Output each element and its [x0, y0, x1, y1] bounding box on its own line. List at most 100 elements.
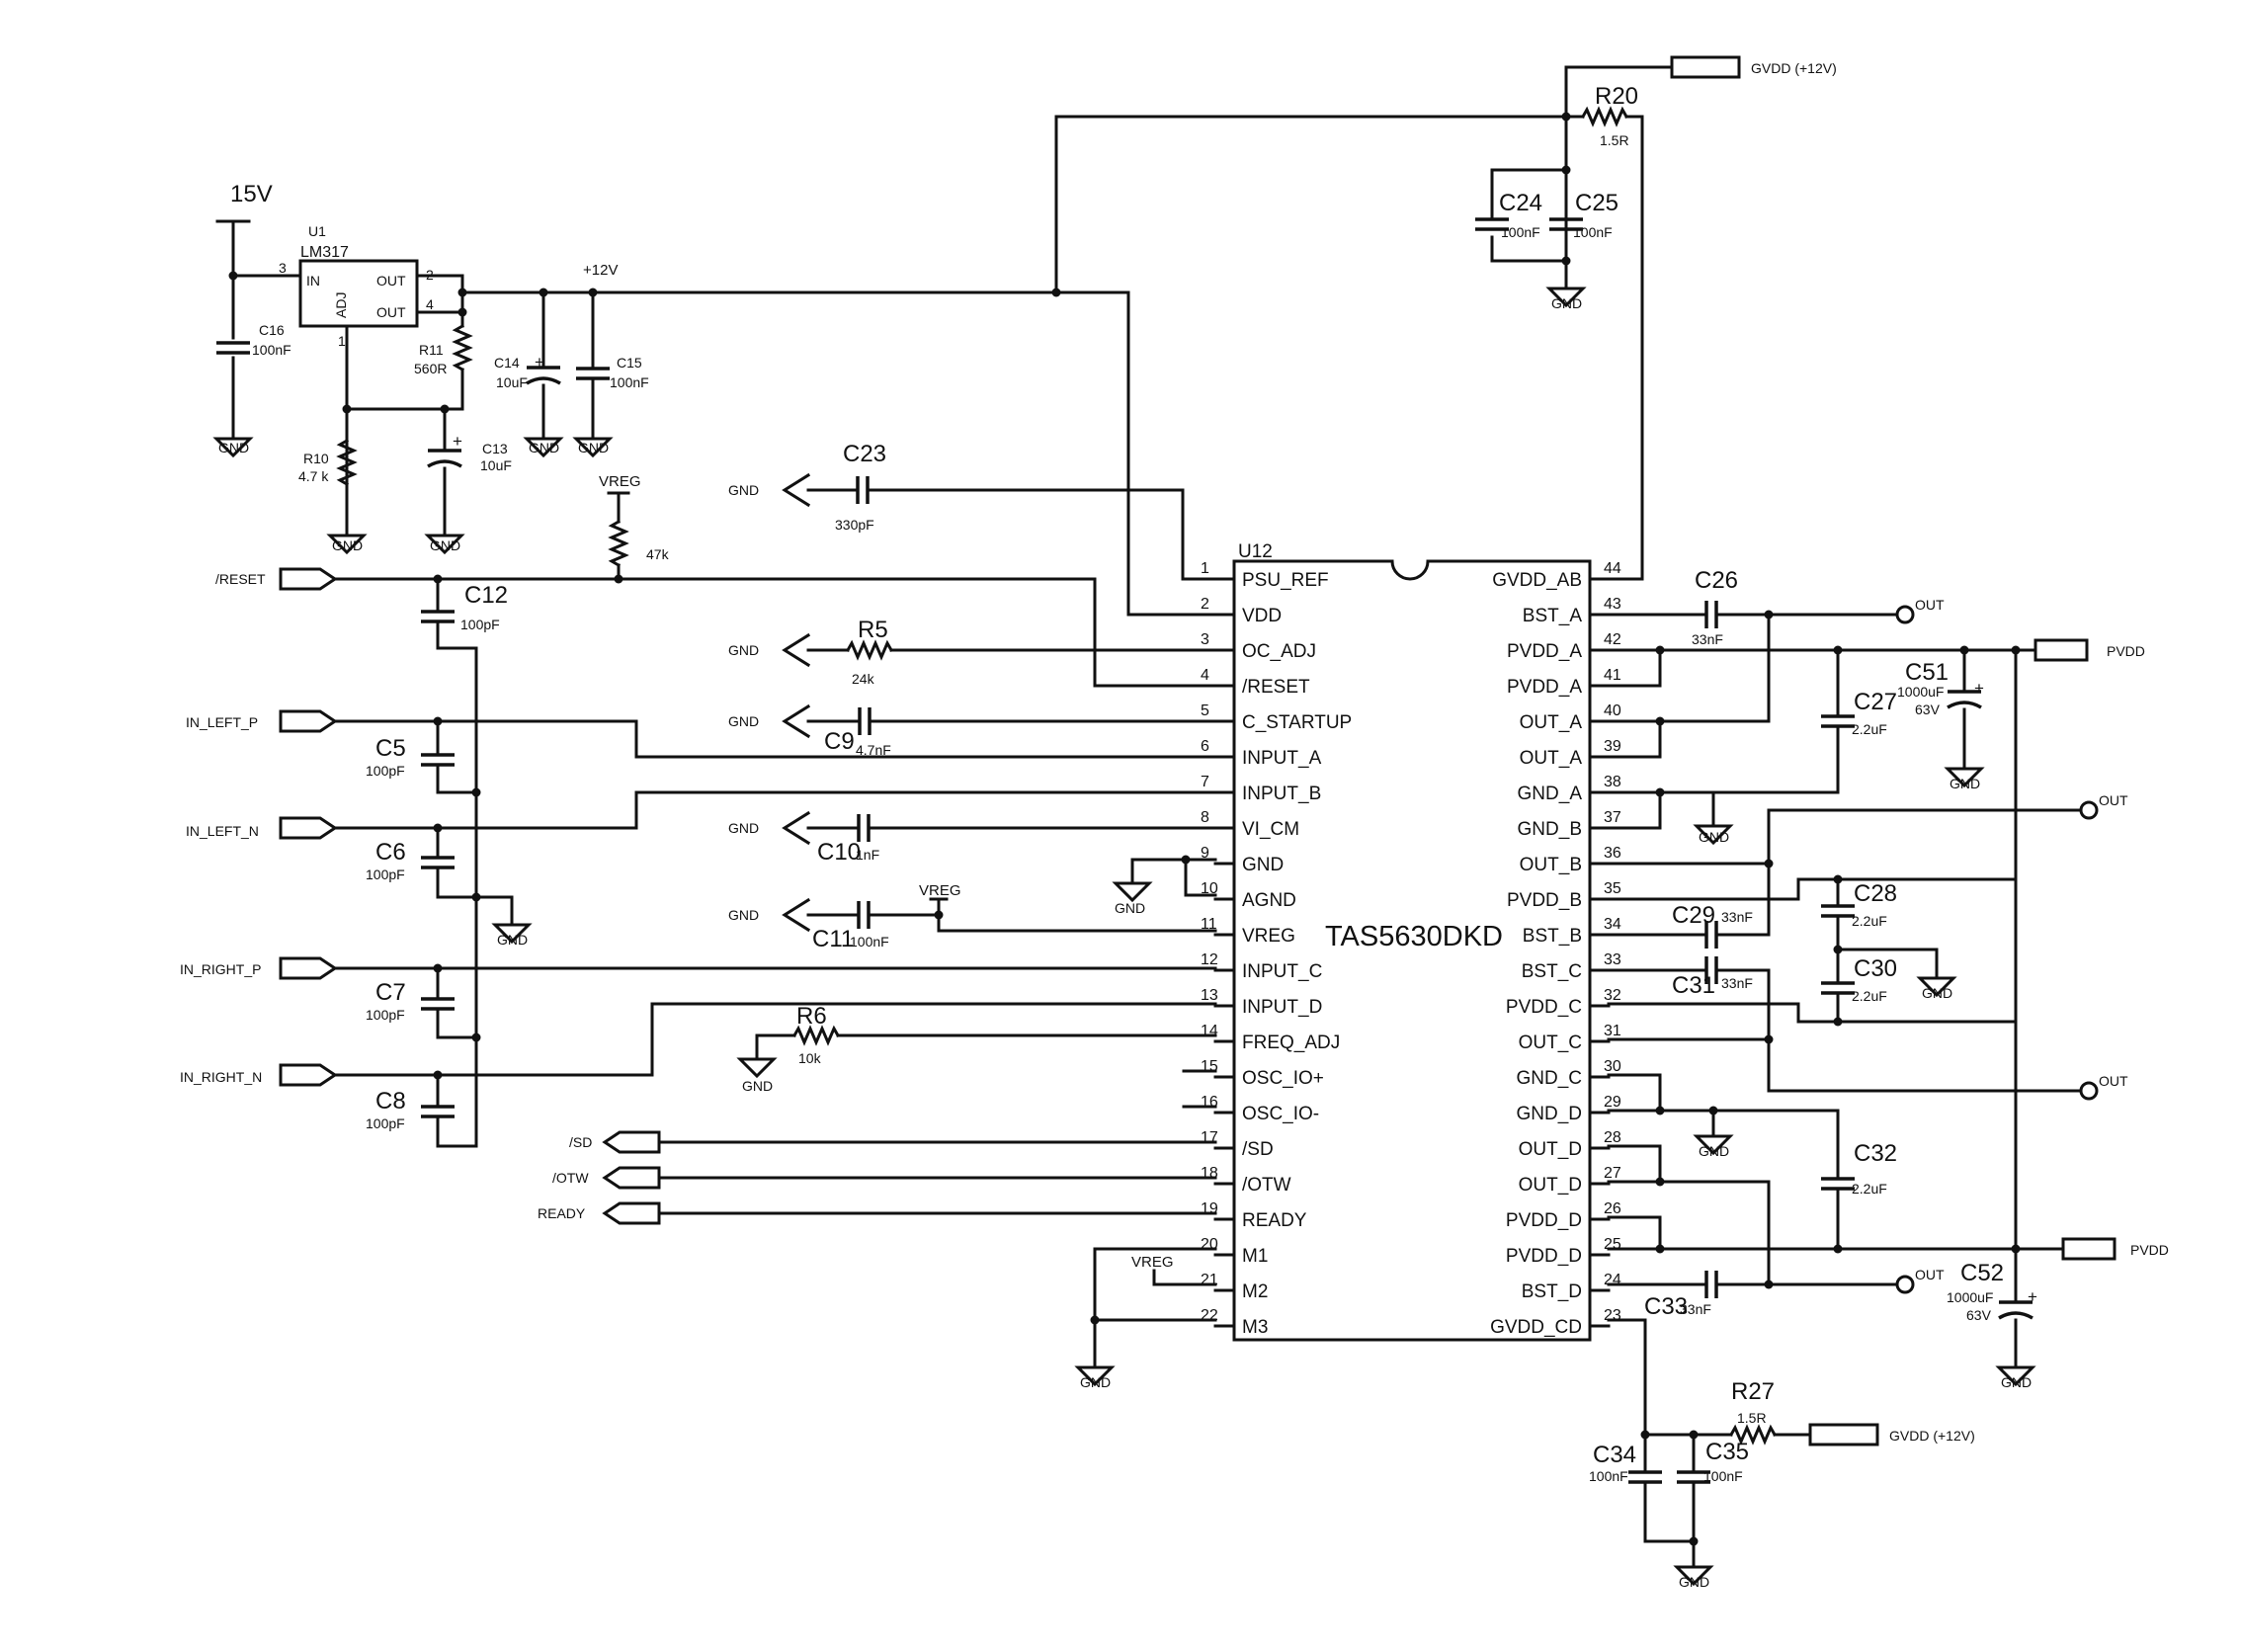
c34-ref: C34	[1593, 1442, 1636, 1468]
c30-ref: C30	[1854, 955, 1897, 982]
ic-right-pins: 44GVDD_AB43BST_A42PVDD_A41PVDD_A40OUT_A3…	[1490, 560, 1621, 1338]
pin-label: OUT_B	[1520, 855, 1582, 875]
c24-ref: C24	[1499, 190, 1542, 216]
c52-ref: C52	[1960, 1260, 2004, 1286]
pin-label: VREG	[1242, 926, 1295, 947]
c35-value: 100nF	[1703, 1468, 1743, 1484]
gvdd-ab-section: GVDD (+12V) R20 1.5R C24 100nF C25 100nF…	[1473, 55, 1837, 581]
out-terminal-b[interactable]	[2079, 800, 2099, 820]
port-in-right-n[interactable]	[279, 1063, 337, 1087]
port-ready[interactable]	[603, 1201, 661, 1225]
pin-label: GND_A	[1518, 784, 1583, 804]
c23-ref: C23	[843, 441, 886, 467]
c28-ref: C28	[1854, 880, 1897, 907]
out-label-c: OUT	[2099, 1073, 2128, 1089]
pin-number: 12	[1201, 951, 1218, 968]
pin-number: 43	[1604, 596, 1621, 613]
c6-ref: C6	[375, 839, 406, 866]
gnd-label: GND	[1080, 1374, 1111, 1390]
port-otw[interactable]	[603, 1166, 661, 1190]
pin-label: OUT_A	[1520, 712, 1583, 733]
port-sd-label: /SD	[569, 1134, 592, 1150]
ic-pin-left: 17/SD	[1201, 1129, 1274, 1160]
port-in-left-p[interactable]	[279, 709, 337, 733]
pin-label: GND_B	[1518, 819, 1582, 840]
pin-number: 34	[1604, 916, 1621, 933]
c13-capacitor	[426, 449, 463, 468]
c8-ref: C8	[375, 1088, 406, 1115]
c34-capacitor	[1626, 1470, 1664, 1484]
rail-12v-label: +12V	[583, 262, 618, 279]
port-sd[interactable]	[603, 1130, 661, 1154]
pin-label: PVDD_C	[1506, 997, 1582, 1018]
gnd-label: GND	[1699, 1143, 1729, 1159]
r5-resistor	[846, 641, 893, 659]
pin-label: INPUT_D	[1242, 997, 1322, 1018]
c13-ref: C13	[482, 441, 508, 456]
regulator-section: 15V C16 100nF GND U1 LM317 IN OUT OUT AD…	[214, 115, 1568, 617]
c34-value: 100nF	[1589, 1468, 1628, 1484]
gnd-label: GND	[1115, 900, 1145, 916]
rail-15v-label: 15V	[230, 181, 273, 207]
lm317-num-adj: 1	[338, 333, 346, 349]
r11-resistor	[454, 324, 471, 372]
out-label-d: OUT	[1915, 1267, 1945, 1282]
out-terminal-d[interactable]	[1895, 1275, 1915, 1294]
gnd-label: GND	[728, 820, 759, 836]
pin-number: 39	[1604, 738, 1621, 755]
lm317-num-in: 3	[279, 260, 287, 276]
pin-number: 1	[1201, 560, 1209, 577]
c26-capacitor	[1704, 599, 1718, 630]
pin-label: OSC_IO+	[1242, 1068, 1324, 1089]
gnd-label: GND	[1922, 985, 1952, 1001]
r10-value: 4.7 k	[298, 468, 329, 484]
gnd-label: GND	[1950, 776, 1980, 791]
c32-capacitor	[1819, 1177, 1857, 1191]
ic-left-pins: 1PSU_REF2VDD3OC_ADJ4/RESET5C_STARTUP6INP…	[1201, 560, 1352, 1338]
r5-value: 24k	[852, 671, 875, 687]
left-side-section: GND C23 330pF VREG 47k /RESET C12 100pF …	[180, 441, 1217, 1390]
out-terminal-a[interactable]	[1895, 605, 1915, 624]
pin-label: GVDD_CD	[1490, 1317, 1582, 1338]
vreg-label: VREG	[919, 882, 961, 899]
c23-value: 330pF	[835, 517, 874, 533]
right-side-section: C26 33nF OUT PVDD C27 2.2uF GND + C51 10…	[1589, 567, 2169, 1590]
port-otw-label: /OTW	[552, 1170, 589, 1186]
c33-ref: C33	[1644, 1293, 1688, 1320]
pin-number: 26	[1604, 1200, 1621, 1217]
pin-label: READY	[1242, 1210, 1307, 1231]
pin-label: PSU_REF	[1242, 570, 1329, 591]
pin-number: 31	[1604, 1023, 1621, 1039]
pin-label: GVDD_AB	[1492, 570, 1582, 591]
port-in-right-p[interactable]	[279, 956, 337, 980]
c24-value: 100nF	[1501, 224, 1540, 240]
c5-capacitor	[419, 753, 456, 767]
pin-number: 28	[1604, 1129, 1621, 1146]
ic-pin-left: 8VI_CM	[1201, 809, 1299, 840]
lm317-pin-adj: ADJ	[333, 292, 349, 318]
c15-value: 100nF	[610, 374, 649, 390]
pin-number: 27	[1604, 1165, 1621, 1182]
pin-number: 41	[1604, 667, 1621, 684]
gnd-label: GND	[728, 907, 759, 923]
ic-u12: U12 TAS5630DKD 1PSU_REF2VDD3OC_ADJ4/RESE…	[1201, 541, 1621, 1342]
r5-ref: R5	[858, 617, 888, 643]
c26-value: 33nF	[1692, 631, 1723, 647]
gnd-label: GND	[728, 482, 759, 498]
port-reset[interactable]	[279, 567, 337, 591]
pin-label: /SD	[1242, 1139, 1274, 1160]
out-terminal-c[interactable]	[2079, 1081, 2099, 1101]
gnd-label: GND	[529, 440, 559, 455]
c51-rating: 63V	[1915, 702, 1941, 717]
c27-ref: C27	[1854, 689, 1897, 715]
pin-label: /RESET	[1242, 677, 1310, 698]
port-in-left-n[interactable]	[279, 816, 337, 840]
